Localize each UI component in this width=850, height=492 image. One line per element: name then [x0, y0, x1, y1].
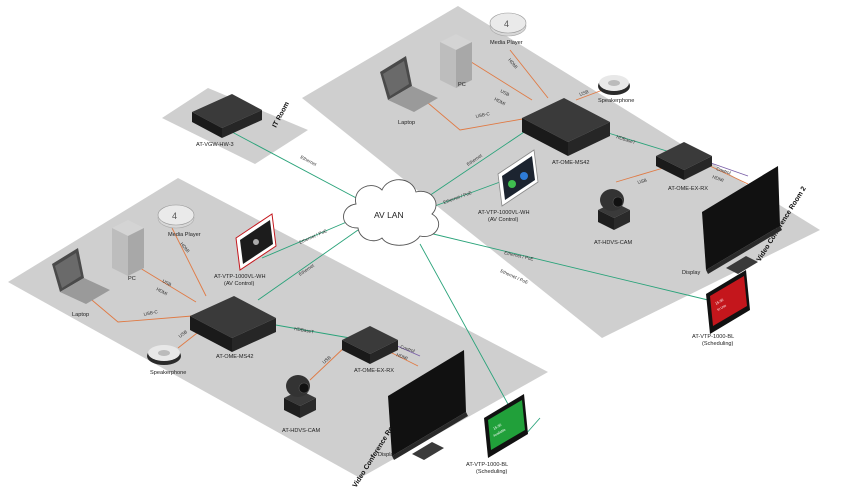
line-red-lan — [424, 231, 709, 301]
r1-ome-ms42-label: AT-OME-MS42 — [216, 354, 254, 360]
line-r1-hdbaset — [269, 323, 351, 339]
cable-label-usb-r2a: USB — [500, 88, 511, 97]
r1-pc-label: PC — [128, 276, 136, 282]
vtp-bl-red-panel: 15:30 In Use — [706, 270, 750, 334]
r1-ome-ms42 — [190, 296, 276, 352]
green-screen-status: Available — [493, 427, 507, 437]
line-r1ms42-lan — [257, 229, 359, 301]
r2-laptop-label: Laptop — [398, 120, 415, 126]
r1-vtp-panel — [235, 213, 277, 271]
r1-display — [388, 350, 468, 460]
cable-label-usb-r2sp: USB — [579, 89, 590, 97]
r2-display — [702, 166, 782, 274]
r1-camera — [284, 375, 316, 418]
vtp-bl-green-label-2: (Scheduling) — [476, 469, 508, 475]
cable-label-usb-r2cam: USB — [637, 178, 647, 185]
red-screen-time: 15:30 — [715, 298, 725, 306]
cable-label-hdmi-r2a: HDMI — [494, 96, 507, 106]
cable-label-poe-r1: Ethernet / PoE — [298, 228, 327, 245]
r2-ome-ms42-label: AT-OME-MS42 — [552, 160, 590, 166]
r2-pc — [440, 34, 472, 88]
line-r2vtp-lan — [423, 181, 501, 211]
r1-laptop-label: Laptop — [72, 312, 89, 318]
cable-label-control-r1: Control — [400, 344, 416, 353]
av-lan-cloud: AV LAN — [343, 179, 440, 246]
r1-pc — [112, 220, 144, 276]
line-vgw-lan — [231, 131, 361, 201]
cable-label-usbc-r2: USB-C — [475, 111, 491, 119]
vgw-device — [192, 94, 262, 138]
r2-speakerphone — [598, 75, 630, 95]
cable-label-hdmi-r1disp: HDMI — [396, 352, 409, 361]
cable-label-hdmi-r2disp: HDMI — [712, 174, 725, 183]
svg-text:4: 4 — [504, 19, 509, 29]
line-r2ms42-lan — [419, 127, 531, 203]
vtp-bl-green-label-1: AT-VTP-1000-BL — [466, 462, 508, 468]
r1-vtp-label-2: (AV Control) — [224, 281, 254, 287]
r2-camera — [598, 189, 630, 230]
cable-label-usbc-r1: USB-C — [143, 309, 159, 317]
cable-label-hdmi-r2mp: HDMI — [507, 57, 518, 69]
r2-vtp-label-2: (AV Control) — [488, 217, 518, 223]
cable-label-usb-r1a: USB — [162, 278, 173, 287]
r2-media-player: 4 — [489, 12, 527, 37]
red-screen-status: In Use — [717, 303, 728, 311]
r2-camera-label: AT-HDVS-CAM — [594, 240, 632, 246]
cable-label-usb-r1sp: USB — [178, 329, 189, 339]
cable-label-hdmi-r1a: HDMI — [156, 286, 169, 296]
r2-display-label: Display — [682, 270, 701, 276]
r1-media-player: 4 — [157, 204, 195, 229]
r2-ome-ms42 — [522, 98, 610, 156]
vtp-bl-green-panel: 15:30 Available — [484, 394, 528, 458]
r2-vtp-panel — [497, 149, 539, 207]
r1-speakerphone-label: Speakerphone — [150, 370, 186, 376]
line-r1vtp-lan — [261, 217, 357, 259]
av-lan-label: AV LAN — [374, 210, 404, 220]
r1-media-player-label: Media Player — [168, 232, 201, 238]
cable-label-usb-r1cam: USB — [321, 355, 331, 365]
svg-text:4: 4 — [172, 211, 177, 221]
r1-camera-label: AT-HDVS-CAM — [282, 428, 320, 434]
cable-label-hdbaset-r2: HDBaseT — [616, 134, 637, 145]
r2-laptop — [380, 56, 438, 112]
vtp-bl-red-label-2: (Scheduling) — [702, 341, 734, 347]
ethernet-lines — [231, 127, 709, 436]
r1-display-label: Display — [378, 452, 397, 458]
r1-speakerphone — [147, 345, 181, 365]
r1-vtp-label-1: AT-VTP-1000VL-WH — [214, 274, 266, 280]
cable-label-ethernet-vgw: Ethernet — [300, 154, 318, 167]
r2-vtp-label-1: AT-VTP-1000VL-WH — [478, 210, 530, 216]
r2-pc-label: PC — [458, 82, 466, 88]
green-screen-time: 15:30 — [493, 423, 503, 431]
vtp-bl-red-label-1: AT-VTP-1000-BL — [692, 334, 734, 340]
r2-ome-ex-rx-label: AT-OME-EX-RX — [668, 186, 708, 192]
cable-label-control-r2: Control — [716, 166, 732, 175]
r2-ome-ex-rx — [656, 142, 712, 180]
cable-label-poe-red: Ethernet / PoE — [504, 250, 534, 262]
room-floor-vc2 — [302, 6, 820, 338]
vgw-label: AT-VGW-HW-3 — [196, 142, 234, 148]
cable-label-hdbaset-r1: HDBaseT — [294, 326, 315, 334]
r1-ome-ex-rx-label: AT-OME-EX-RX — [354, 368, 394, 374]
r2-media-player-label: Media Player — [490, 40, 523, 46]
cable-label-hdmi-r1mp: HDMI — [179, 241, 190, 253]
r1-laptop — [52, 248, 110, 304]
r2-speakerphone-label: Speakerphone — [598, 98, 634, 104]
r1-ome-ex-rx — [342, 326, 398, 364]
